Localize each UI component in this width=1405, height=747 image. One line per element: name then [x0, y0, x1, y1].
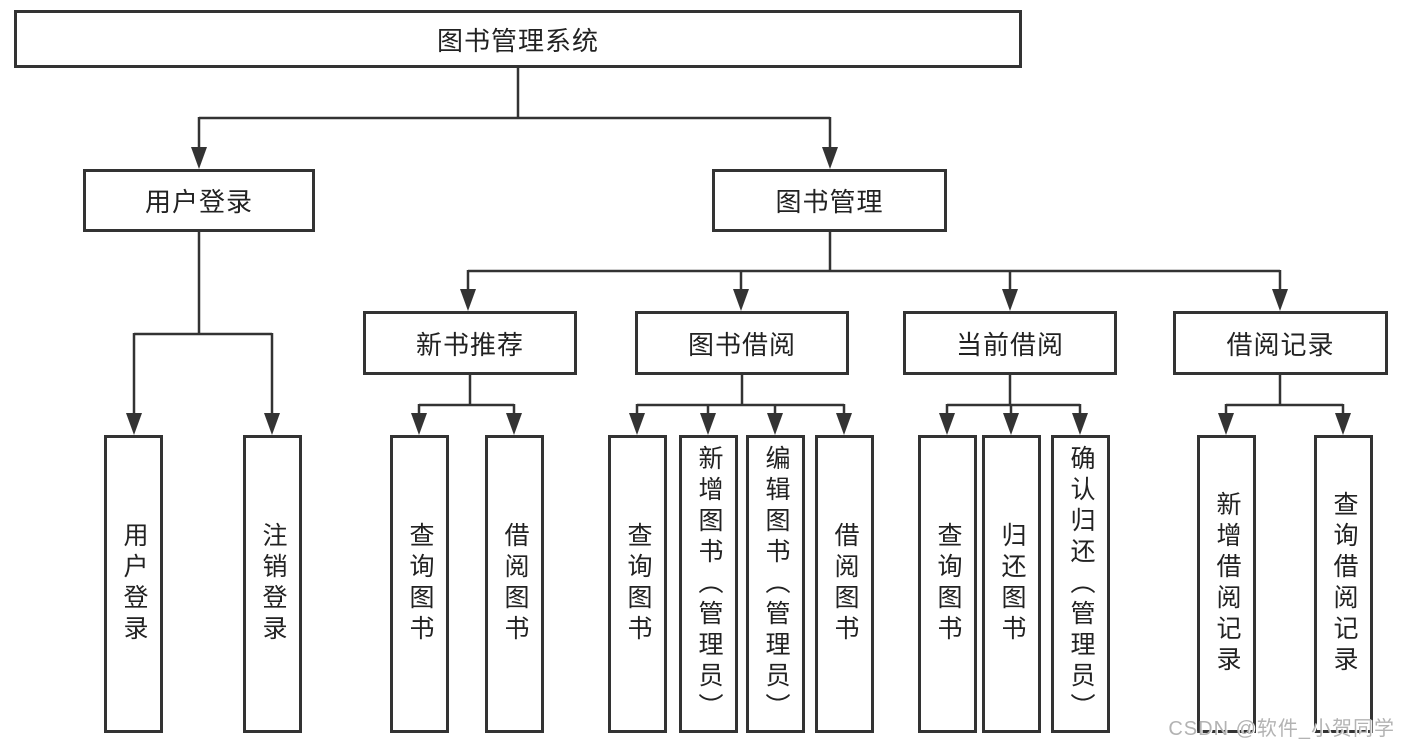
- leaf-label: 用户登录: [120, 522, 148, 646]
- leaf-label: 新增图书（管理员）: [695, 444, 723, 724]
- node-label: 借阅记录: [1226, 329, 1335, 360]
- leaf-label: 归还图书: [998, 522, 1026, 646]
- csdn-watermark: CSDN @软件_小贺同学: [1168, 718, 1395, 740]
- leaf-borrow-books-recommend: 借阅图书: [485, 435, 544, 733]
- node-book-management: 图书管理: [712, 169, 947, 232]
- node-label: 新书推荐: [415, 329, 524, 360]
- leaf-query-borrow-record: 查询借阅记录: [1314, 435, 1373, 733]
- leaf-borrow-books: 借阅图书: [815, 435, 874, 733]
- node-current-borrow: 当前借阅: [903, 311, 1117, 375]
- arrowheads: [126, 147, 1351, 435]
- leaf-label: 查询借阅记录: [1330, 491, 1358, 677]
- node-label: 图书管理: [775, 187, 884, 217]
- node-label: 图书管理系统: [436, 25, 599, 56]
- leaf-add-borrow-record: 新增借阅记录: [1197, 435, 1256, 733]
- leaf-label: 查询图书: [934, 522, 962, 646]
- leaf-label: 新增借阅记录: [1213, 491, 1241, 677]
- node-label: 当前借阅: [955, 329, 1064, 360]
- leaf-edit-book-admin: 编辑图书（管理员）: [746, 435, 805, 733]
- leaf-label: 借阅图书: [831, 522, 859, 646]
- leaf-label: 注销登录: [259, 522, 287, 646]
- node-label: 图书借阅: [687, 329, 796, 360]
- leaf-label: 编辑图书（管理员）: [762, 444, 790, 724]
- leaf-confirm-return-admin: 确认归还（管理员）: [1051, 435, 1110, 733]
- node-user-login: 用户登录: [83, 169, 315, 232]
- node-borrow-records: 借阅记录: [1173, 311, 1388, 375]
- leaf-add-book-admin: 新增图书（管理员）: [679, 435, 738, 733]
- leaf-label: 借阅图书: [501, 522, 529, 646]
- node-new-book-recommend: 新书推荐: [363, 311, 577, 375]
- leaf-label: 查询图书: [406, 522, 434, 646]
- node-book-borrow: 图书借阅: [635, 311, 849, 375]
- leaf-label: 确认归还（管理员）: [1067, 444, 1095, 724]
- node-library-management-system: 图书管理系统: [14, 10, 1022, 68]
- leaf-query-books-recommend: 查询图书: [390, 435, 449, 733]
- leaf-logout: 注销登录: [243, 435, 302, 733]
- leaf-return-book: 归还图书: [982, 435, 1041, 733]
- node-label: 用户登录: [144, 187, 253, 217]
- leaf-label: 查询图书: [624, 522, 652, 646]
- leaf-query-books-borrow: 查询图书: [608, 435, 667, 733]
- leaf-user-login: 用户登录: [104, 435, 163, 733]
- leaf-query-books-current: 查询图书: [918, 435, 977, 733]
